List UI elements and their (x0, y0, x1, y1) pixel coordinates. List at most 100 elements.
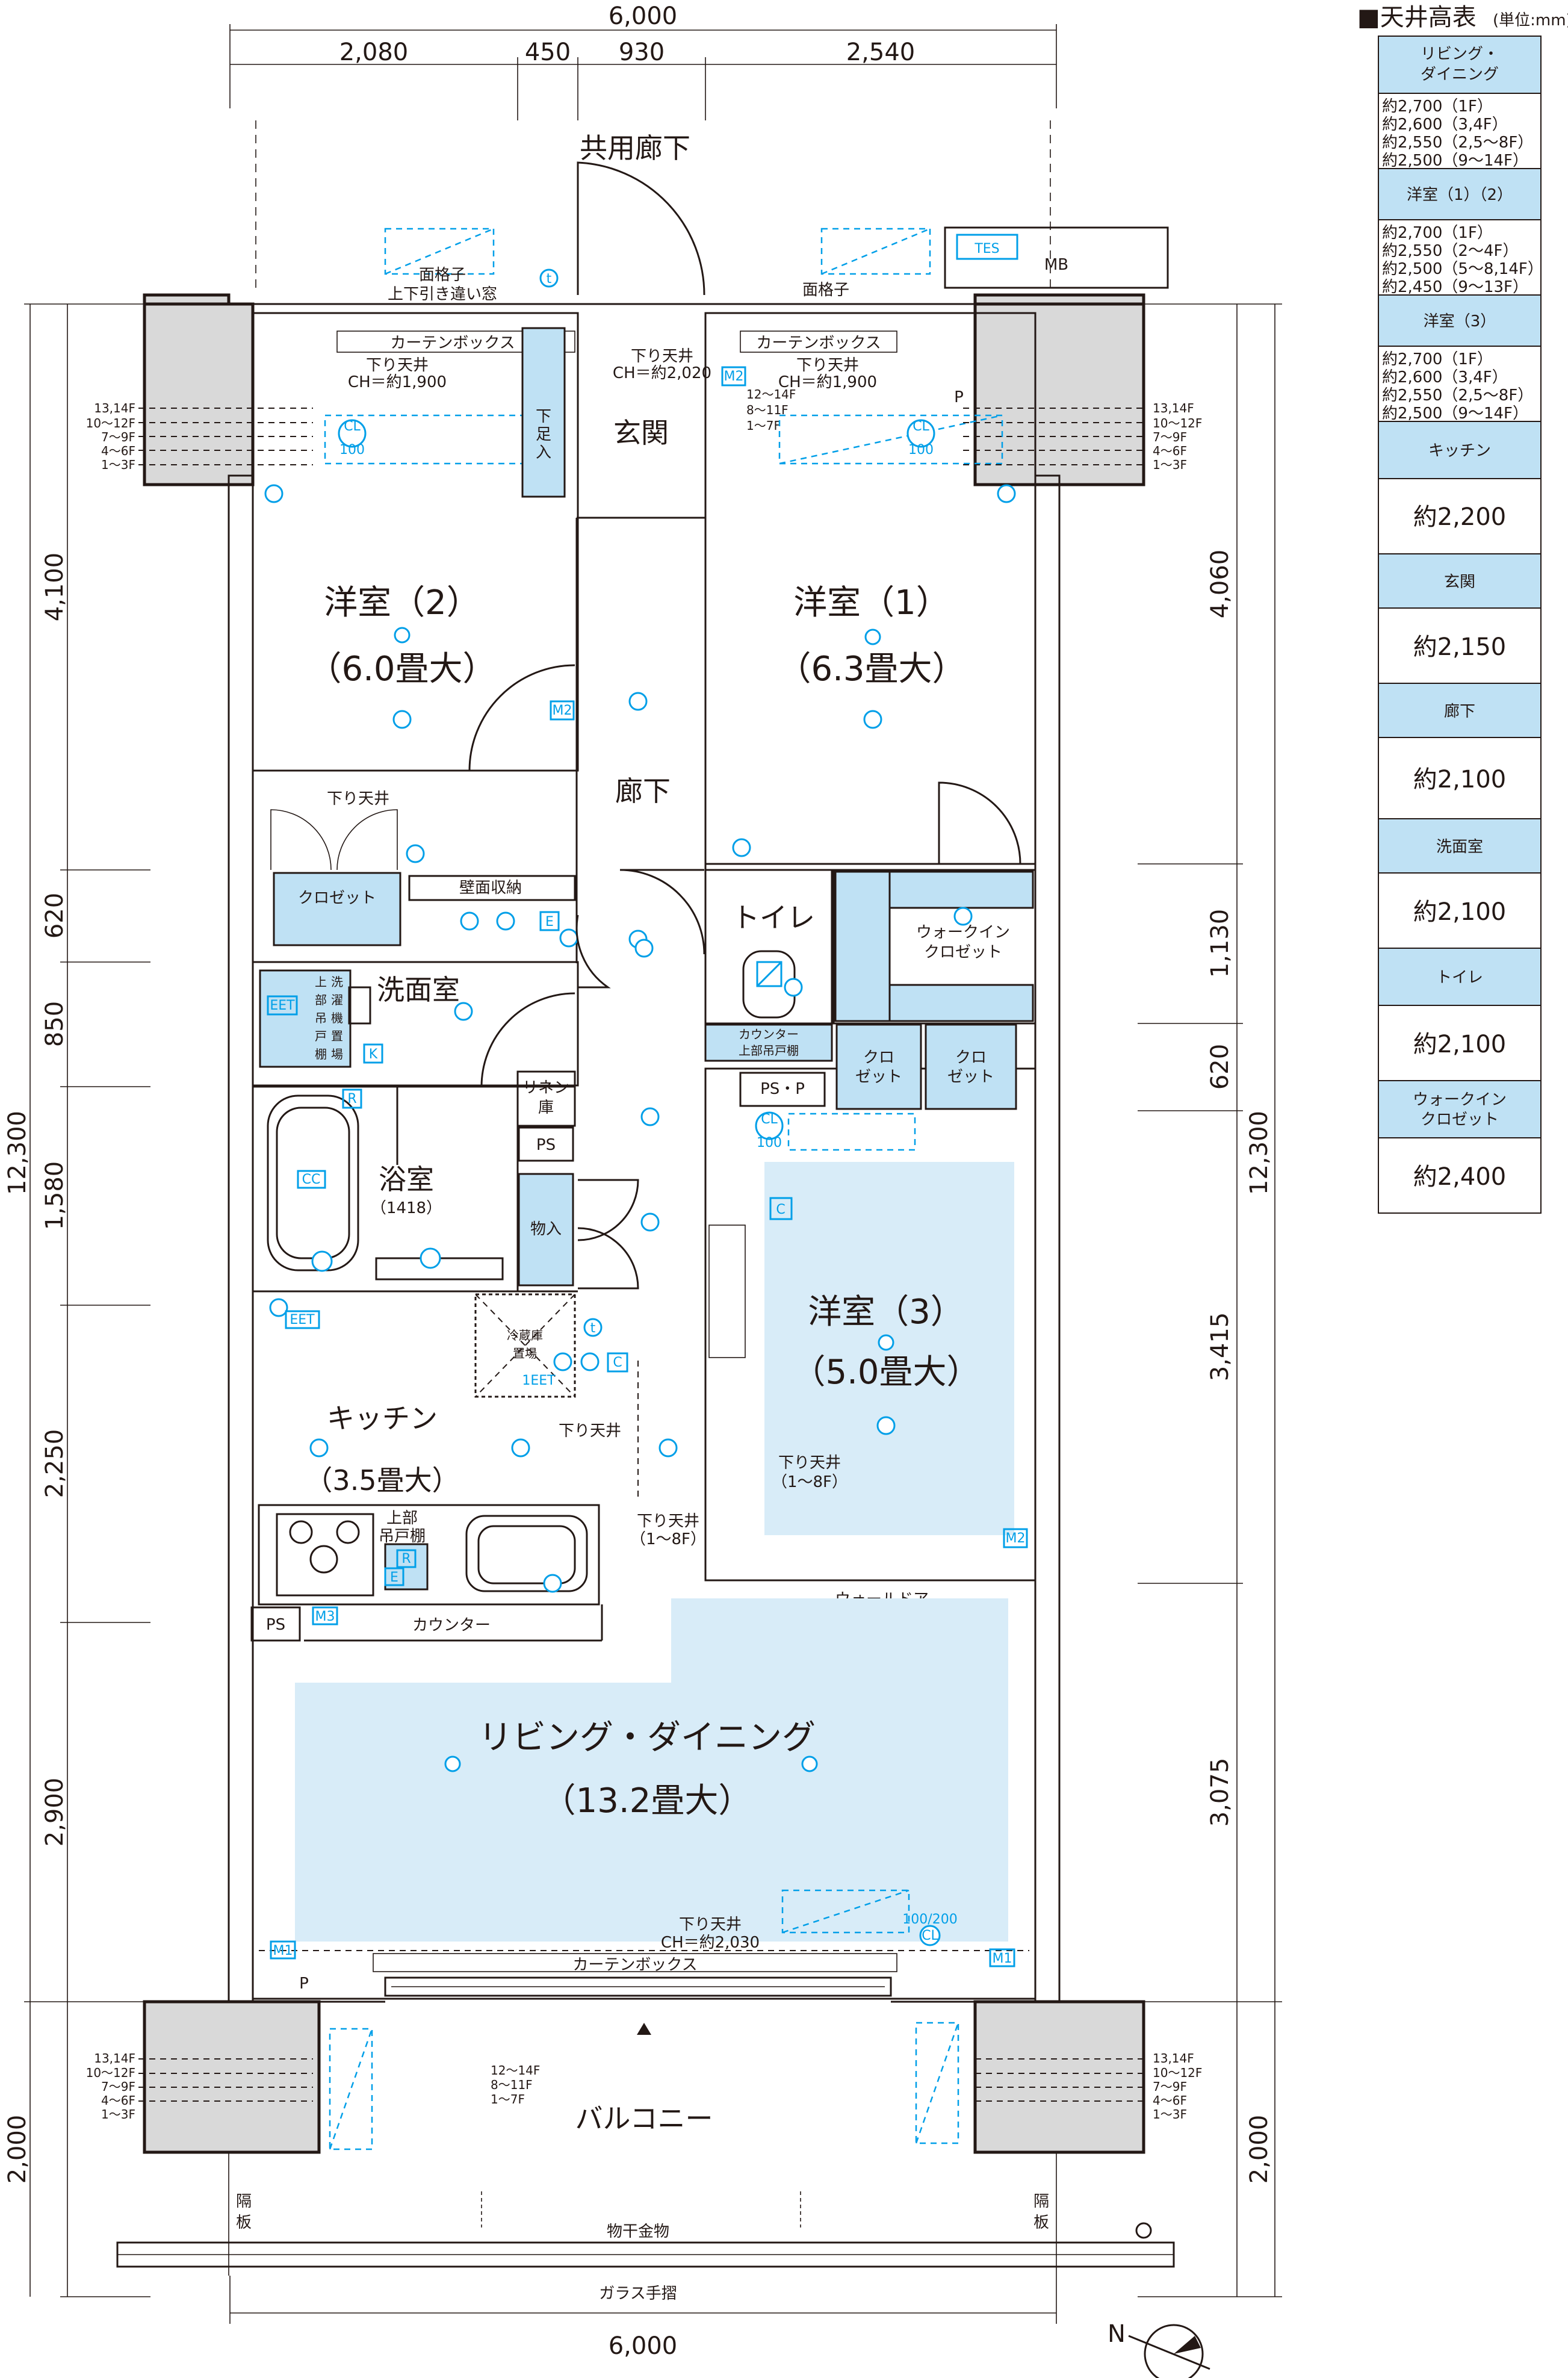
counter-cab-2: 上部吊戸棚 (739, 1043, 799, 1058)
dim-left-2: 620 (41, 893, 69, 939)
tbl-val-4: 約2,150 (1413, 633, 1507, 661)
balc-fl-side-right-1: 13,14F (1153, 2051, 1194, 2066)
dim-top-total: 6,000 (609, 2, 678, 30)
m2-label-entrance: M2 (724, 369, 744, 384)
tbl-val-0-2: 約2,550（2,5〜8F） (1382, 134, 1533, 152)
common-corridor: 共用廊下 面格子 上下引き違い窓 面格子 TES MB t (255, 120, 1169, 303)
balc-fl-side-left-1: 13,14F (94, 2051, 135, 2066)
kitchen-size: （3.5畳大） (305, 1464, 459, 1497)
tbl-val-7: 約2,100 (1413, 1031, 1507, 1058)
western2-name: 洋室（2） (324, 583, 480, 622)
ceiling-table-title: ■天井高表 (1357, 4, 1477, 31)
storage-room-label: 物入 (530, 1220, 562, 1238)
fl-side-left-2: 10〜12F (86, 416, 135, 430)
cl-label-w2: CL (344, 419, 361, 434)
living-dining: リビング・ダイニング （13.2畳大） 100/200 CL 下り天井 CH＝約… (253, 1598, 1035, 2000)
balcony-label: バルコニー (575, 2102, 713, 2135)
r-label-kitchen: R (401, 1551, 411, 1566)
wash-cab-4: 置 (331, 1029, 343, 1043)
dim-right-4: 3,415 (1206, 1312, 1234, 1382)
walk-in-closet: ウォークイン クロゼット (832, 869, 1037, 1025)
kitchen: 冷蔵庫 置場 1EET t C EET キッチン （3.5畳大） 下り天井 下り… (250, 1290, 706, 1642)
balc-fl-side-left-3: 7〜9F (101, 2079, 135, 2094)
shoe-box-3: 入 (536, 444, 551, 462)
hallway-label: 廊下 (615, 775, 671, 807)
closet-2-line-2: ゼット (947, 1068, 994, 1086)
drop-ceiling-closet: 下り天井 (327, 790, 389, 808)
upper-cab-4: 戸 (315, 1029, 327, 1043)
western1-size: （6.3畳大） (777, 650, 965, 689)
balc-fl-8-11: 8〜11F (491, 2078, 533, 2092)
tbl-val-2-0: 約2,700（1F） (1382, 350, 1493, 368)
western2-size: （6.0畳大） (308, 650, 496, 689)
dim-top-seg-2: 450 (525, 39, 571, 66)
tbl-val-3: 約2,200 (1413, 503, 1507, 531)
balc-fl-side-left-5: 1〜3F (101, 2107, 135, 2122)
dim-right-3: 620 (1206, 1044, 1234, 1090)
toilet: トイレ カウンター 上部吊戸棚 (619, 869, 833, 1062)
partition-right-2: 板 (1033, 2214, 1049, 2232)
dim-right-5: 3,075 (1206, 1758, 1234, 1827)
tbl-val-2-2: 約2,550（2,5〜8F） (1382, 387, 1533, 405)
drop-ceiling-w2: 下り天井 (366, 356, 429, 374)
drop-ceiling-w1: 下り天井 (796, 356, 859, 374)
dim-top-seg-1: 2,080 (339, 39, 409, 66)
curtain-box-w2: カーテンボックス (390, 334, 515, 352)
fl-side-left-4: 4〜6F (101, 444, 135, 458)
north-arrow-icon: N (1108, 2320, 1210, 2378)
dim-right-1: 4,060 (1206, 550, 1234, 619)
drop-ceiling-kitchen: 下り天井 (559, 1422, 621, 1440)
sliding-window-label: 上下引き違い窓 (388, 285, 497, 303)
tbl-val-8: 約2,400 (1413, 1163, 1507, 1191)
e-label-kitchen: E (390, 1570, 398, 1585)
wash-cab-2: 濯 (331, 993, 343, 1007)
ch-2020: CH＝約2,020 (613, 364, 711, 382)
tbl-name-3: キッチン (1428, 442, 1491, 460)
fl-side-left-3: 7〜9F (101, 430, 135, 444)
walkin-label-2: クロゼット (924, 943, 1002, 961)
walkin-label-1: ウォークイン (916, 924, 1010, 942)
toilet-label: トイレ (732, 901, 815, 934)
partition-right-1: 隔 (1033, 2193, 1049, 2211)
ps-label-2: PS (266, 1616, 285, 1634)
tbl-val-0-3: 約2,500（9〜14F） (1382, 152, 1528, 170)
bathroom: CC 浴室 （1418） R (252, 1085, 519, 1293)
ps-label-1: PS (536, 1136, 556, 1154)
ps-p-label: PS・P (760, 1080, 805, 1098)
c-label-w3: C (776, 1202, 785, 1217)
floors-1-8-kitchen: （1〜8F） (630, 1530, 706, 1548)
dim-top-seg-4: 2,540 (846, 39, 916, 66)
fl-12-14: 12〜14F (746, 387, 796, 402)
fl-side-right-1: 13,14F (1153, 401, 1194, 415)
ch-1900-w2: CH＝約1,900 (348, 373, 447, 391)
balc-fl-side-right-4: 4〜6F (1153, 2093, 1187, 2108)
eet-label-wash: EET (270, 998, 295, 1013)
counter-cab-1: カウンター (739, 1027, 799, 1042)
dim-left-7: 2,000 (4, 2115, 31, 2184)
dim-right-total: 12,300 (1245, 1111, 1273, 1195)
curtain-box-living: カーテンボックス (572, 1956, 697, 1974)
linen-2: 庫 (538, 1099, 554, 1117)
dim-top-seg-3: 930 (619, 39, 665, 66)
bathroom-label: 浴室 (379, 1163, 434, 1196)
wash-cab-3: 機 (331, 1011, 343, 1025)
tbl-name-5: 廊下 (1444, 703, 1475, 721)
fl-side-right-4: 4〜6F (1153, 444, 1187, 458)
cl-size-w3: 100 (757, 1135, 782, 1150)
washroom-label: 洗面室 (377, 973, 460, 1006)
tbl-val-1-1: 約2,550（2〜4F） (1382, 242, 1518, 260)
cl-100-200: 100/200 (902, 1912, 957, 1927)
upper-cab-3: 吊 (315, 1011, 327, 1025)
room-western-2: カーテンボックス 下り天井 CH＝約1,900 洋室（2） （6.0畳大） CL… (252, 312, 579, 871)
floor-levels-right: 13,14F 10〜12F 7〜9F 4〜6F 1〜3F (963, 401, 1202, 472)
balc-fl-12-14: 12〜14F (491, 2063, 540, 2078)
upper-cab-1: 上 (315, 975, 327, 989)
cl-label-living: CL (922, 1928, 938, 1943)
tbl-name-4: 玄関 (1444, 573, 1475, 591)
curtain-box-w1: カーテンボックス (756, 334, 881, 352)
closet-storage: クロゼット 壁面収納 E (273, 872, 578, 948)
cl-label-w3: CL (761, 1112, 778, 1127)
tbl-val-0-1: 約2,600（3,4F） (1382, 116, 1508, 134)
wash-cab-5: 場 (331, 1047, 343, 1061)
